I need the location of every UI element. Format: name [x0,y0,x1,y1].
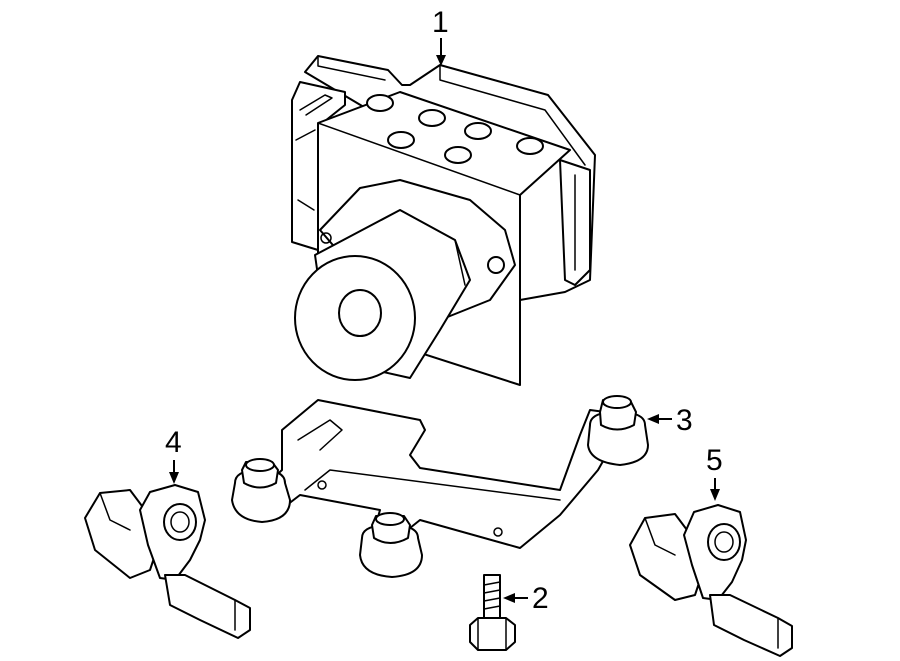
callout-3: 3 [676,404,693,437]
abs-modulator-unit[interactable] [291,55,596,386]
callout-1: 1 [432,6,449,39]
callout-2: 2 [532,582,549,615]
wheel-speed-sensor-right[interactable] [629,504,793,657]
isolator-right[interactable] [587,395,649,466]
isolator-center[interactable] [359,512,423,578]
wheel-speed-sensor-left[interactable] [84,484,251,639]
callout-4: 4 [165,426,182,459]
callout-5: 5 [706,444,723,477]
callout-1-arrow [436,38,446,66]
mounting-bracket [244,399,616,549]
callout-5-arrow [710,478,720,501]
isolator-left[interactable] [231,458,291,523]
callout-4-arrow [169,460,179,484]
callout-2-arrow [503,593,528,603]
callout-3-arrow [647,414,672,424]
bolt[interactable] [469,574,516,651]
